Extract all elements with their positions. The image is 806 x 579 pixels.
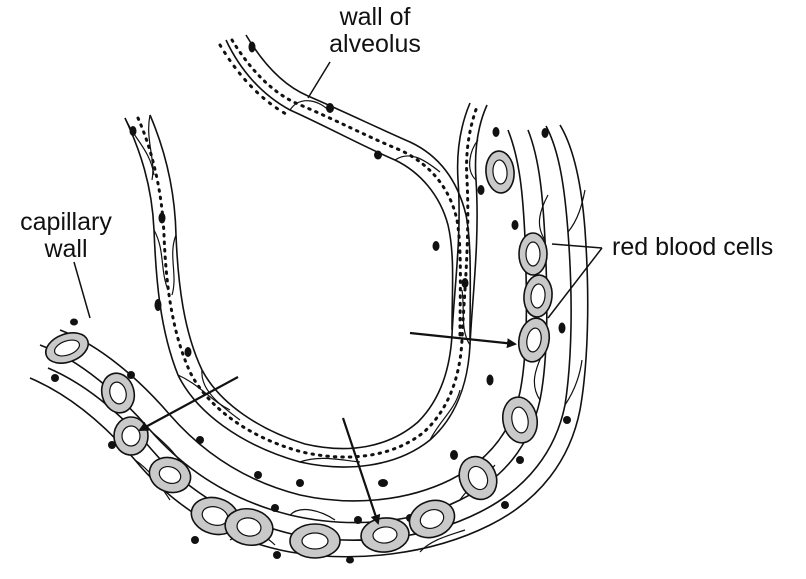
red-blood-cell	[42, 327, 93, 368]
alveolus-fluid-lining	[138, 40, 478, 457]
label-capillary-wall-line2: wall	[6, 236, 126, 263]
arrow-to-bottom-cell	[343, 418, 378, 523]
red-blood-cell	[484, 150, 516, 194]
label-wall-of-alveolus-line2: alveolus	[310, 31, 440, 58]
label-red-blood-cells: red blood cells	[612, 234, 773, 261]
red-blood-cell	[144, 452, 195, 498]
cell-boundaries	[125, 101, 585, 552]
label-capillary-wall: capillary wall	[6, 209, 126, 263]
leader-red-blood-cells-2	[548, 248, 602, 318]
label-red-blood-cells-text: red blood cells	[612, 233, 773, 261]
leader-capillary-wall	[74, 262, 90, 318]
label-capillary-wall-line1: capillary	[6, 209, 126, 236]
label-wall-of-alveolus: wall of alveolus	[310, 4, 440, 58]
diffusion-arrows	[140, 333, 515, 523]
red-blood-cell	[452, 450, 503, 505]
red-blood-cell	[499, 394, 540, 445]
red-blood-cell	[114, 417, 148, 455]
red-blood-cell	[519, 233, 547, 275]
red-blood-cell	[404, 494, 460, 544]
leader-lines	[74, 62, 602, 318]
arrow-to-left-cell	[140, 377, 238, 430]
alveolus-wall	[125, 35, 487, 467]
leader-wall-of-alveolus	[308, 62, 330, 98]
red-blood-cell	[290, 524, 340, 558]
leader-red-blood-cells-1	[552, 244, 602, 248]
label-wall-of-alveolus-line1: wall of	[310, 4, 440, 31]
